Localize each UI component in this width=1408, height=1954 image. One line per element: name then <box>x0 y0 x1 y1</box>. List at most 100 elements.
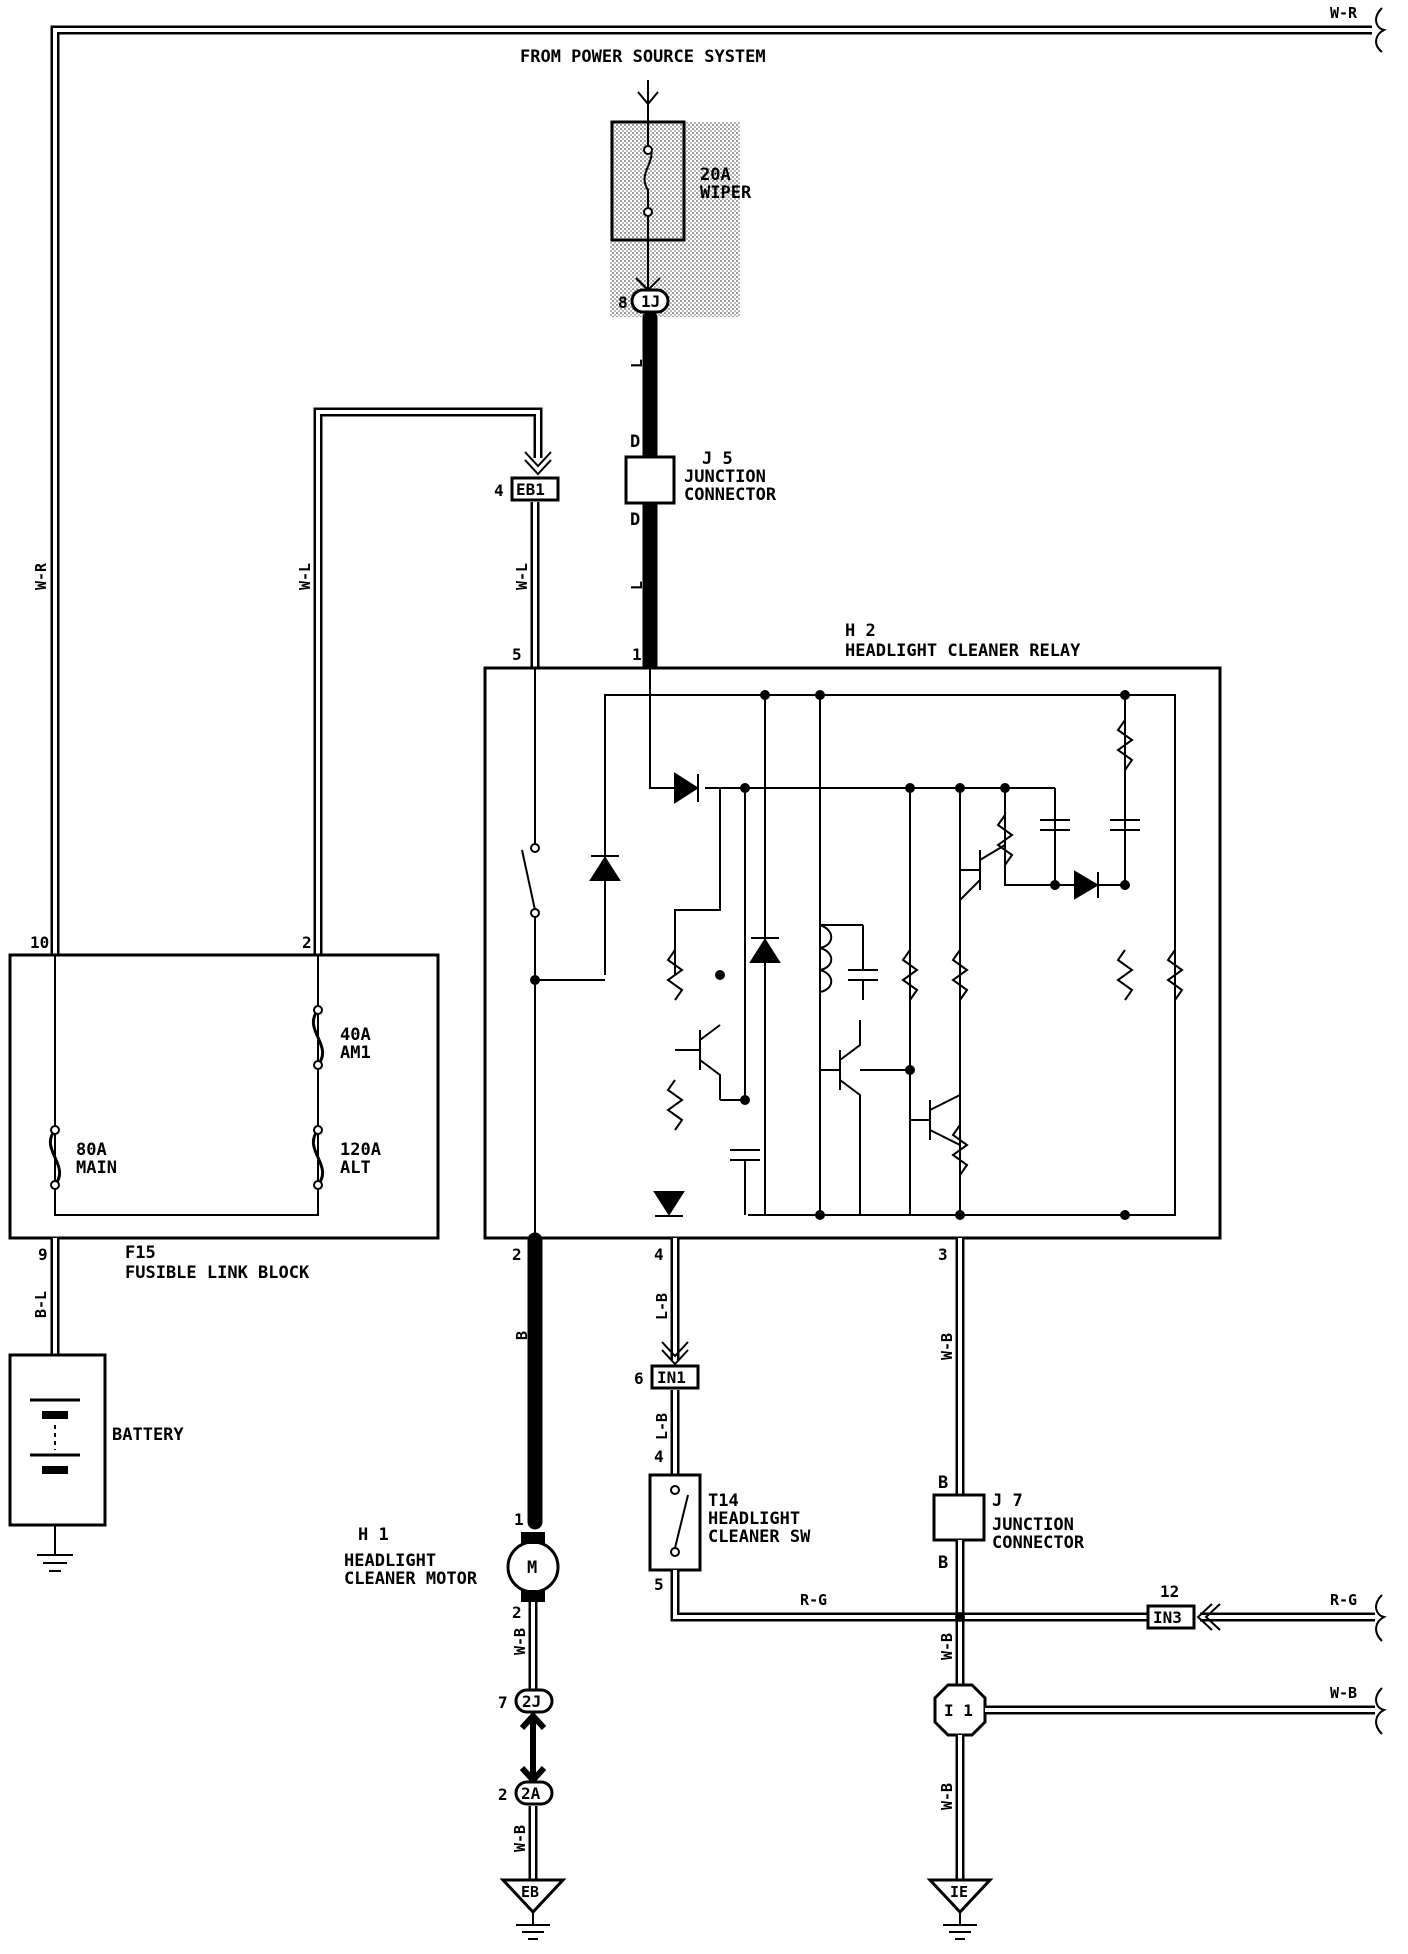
relay-pin-3: 3 <box>938 1245 948 1264</box>
wire-break-icon <box>1375 7 1387 53</box>
diode-icon <box>674 772 699 804</box>
connector-2a-label: 2A <box>521 1784 541 1803</box>
j5-pin-d-bottom: D <box>630 510 640 530</box>
r-g-junction-dot <box>955 1612 965 1622</box>
connector-in3 <box>1146 1604 1196 1630</box>
connector-double-arrow-icon-in1 <box>661 1341 689 1366</box>
wire-label-r-g-left: R-G <box>800 1591 827 1609</box>
switch-pin-5: 5 <box>654 1575 664 1594</box>
j7-label-line2: CONNECTOR <box>992 1533 1085 1553</box>
wire-label-w-r-left: W-R <box>32 562 50 590</box>
j7-pin-b-bottom: B <box>938 1553 948 1573</box>
f15-terminals <box>50 1005 323 1190</box>
wire-label-w-b-right: W-B <box>1330 1684 1357 1702</box>
wire-label-b-l: B-L <box>32 1291 50 1318</box>
junction-dots <box>530 690 1130 1220</box>
diode-icon-vertical <box>589 855 621 881</box>
pin-8-label: 8 <box>618 293 628 312</box>
motor-pin-2: 2 <box>512 1603 522 1622</box>
connector-2j-label: 2J <box>522 1692 541 1711</box>
relay-switch-contact-bottom <box>530 908 540 918</box>
relay-name-label: HEADLIGHT CLEANER RELAY <box>845 641 1081 661</box>
headlight-cleaner-relay <box>483 666 1222 1240</box>
connector-double-arrow-icon <box>524 451 552 476</box>
j5-pin-d-top: D <box>630 432 640 452</box>
ground-icon-eb <box>516 1912 550 1940</box>
motor-terminal-bottom <box>521 1590 545 1602</box>
f15-pin-2: 2 <box>302 933 312 952</box>
fl-alt-label: ALT <box>340 1158 371 1178</box>
wire-label-w-b-eb: W-B <box>511 1825 529 1852</box>
motor-id-label: H 1 <box>358 1525 389 1545</box>
relay-switch-contact-top <box>530 843 540 853</box>
switch-contact-top <box>670 1485 680 1495</box>
connector-2a <box>514 1780 554 1806</box>
fuse-shading <box>610 122 740 317</box>
connector-2j <box>514 1688 554 1714</box>
connector-double-arrow-icon-in3 <box>1196 1603 1221 1631</box>
wire-label-l-b-upper: L-B <box>653 1293 671 1320</box>
resistor-icons <box>666 719 1184 1176</box>
fuse-terminal-bottom <box>643 207 653 217</box>
motor-label-line1: HEADLIGHT <box>344 1551 436 1571</box>
ground-point-eb <box>499 1878 567 1915</box>
pin-2-2a-label: 2 <box>498 1785 508 1804</box>
switch-id-label: T14 <box>708 1491 739 1511</box>
j7-id-label: J 7 <box>992 1491 1023 1511</box>
battery-box <box>8 1353 107 1527</box>
power-arrow-icon <box>637 80 659 120</box>
wire-w-r-top <box>50 25 1372 955</box>
connector-in1 <box>650 1364 700 1390</box>
fl-120a-label: 120A <box>340 1140 381 1160</box>
connector-pair-arrow-icon <box>519 1711 547 1785</box>
f15-pin-9: 9 <box>38 1245 48 1264</box>
wire-label-w-b-ie: W-B <box>938 1783 956 1810</box>
wire-break-icon-r-g <box>1375 1594 1387 1642</box>
inductor-coil-icon <box>819 924 863 993</box>
relay-pin-2: 2 <box>512 1245 522 1264</box>
battery-icon <box>30 1398 80 1555</box>
junction-connector-j7 <box>932 1493 986 1542</box>
connector-in1-label: IN1 <box>657 1368 686 1387</box>
motor-label-line2: CLEANER MOTOR <box>344 1569 478 1589</box>
f15-pin-10: 10 <box>30 933 49 952</box>
j5-label-line2: CONNECTOR <box>684 485 777 505</box>
pin-7-label: 7 <box>498 1693 508 1712</box>
wire-label-l-b-lower: L-B <box>653 1413 671 1440</box>
fl-40a-label: 40A <box>340 1025 371 1045</box>
wire-r-g <box>670 1570 1375 1622</box>
j7-label-line1: JUNCTION <box>992 1515 1074 1535</box>
switch-blade <box>674 1494 689 1549</box>
ground-icon-ie <box>943 1912 977 1940</box>
fl-am1-label: AM1 <box>340 1043 371 1063</box>
ground-point-ie <box>926 1878 994 1915</box>
junction-connector-j5 <box>624 455 676 505</box>
wire-label-w-b-j7: W-B <box>938 1633 956 1660</box>
ground-junction-i1-label: I 1 <box>944 1701 973 1720</box>
motor-pin-1: 1 <box>514 1510 524 1529</box>
wire-label-r-g-right: R-G <box>1330 1591 1357 1609</box>
relay-pin-4: 4 <box>654 1245 664 1264</box>
wire-break-icon-w-b <box>1375 1687 1387 1735</box>
ground-icon-battery <box>37 1554 73 1572</box>
relay-id-label: H 2 <box>845 621 876 641</box>
pin-12-label: 12 <box>1160 1582 1179 1601</box>
j5-id-label: J 5 <box>702 449 733 469</box>
ground-junction-i1 <box>933 1683 987 1737</box>
switch-label-line2: CLEANER SW <box>708 1527 811 1547</box>
connector-in3-label: IN3 <box>1153 1608 1182 1627</box>
wire-label-w-l-right: W-L <box>513 563 531 590</box>
wire-label-w-b-relay: W-B <box>938 1333 956 1360</box>
power-source-label: FROM POWER SOURCE SYSTEM <box>520 47 766 67</box>
f15-internal-wiring <box>54 955 319 1216</box>
capacitor-icons <box>730 819 1140 1215</box>
connector-eb1-label: EB1 <box>516 480 545 499</box>
connector-eb1 <box>510 476 560 502</box>
diode-icon-right <box>1074 870 1099 900</box>
wire-label-w-b-motor: W-B <box>511 1628 529 1655</box>
ground-ie-label: IE <box>950 1883 968 1901</box>
wire-w-l <box>313 407 543 955</box>
relay-pin-1: 1 <box>632 645 642 664</box>
fusible-link-icons <box>48 1009 325 1186</box>
